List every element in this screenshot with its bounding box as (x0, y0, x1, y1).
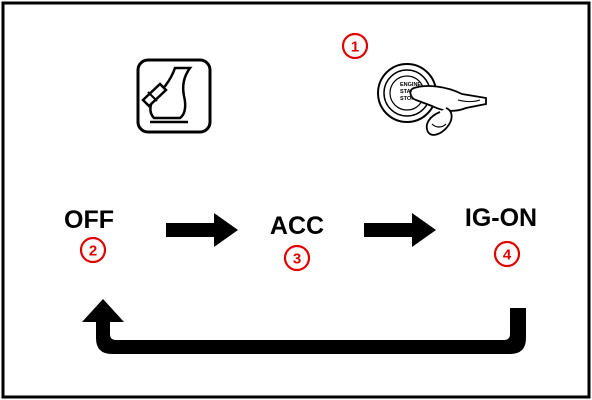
brake-pedal-icon (136, 58, 212, 134)
mode-label-ig-on: IG-ON (465, 204, 537, 232)
start-button-text-2: START (400, 89, 419, 95)
mode-number-ig-on: 4 (503, 247, 512, 264)
start-button-text-3: STOP (400, 96, 415, 102)
mode-label-acc: ACC (270, 212, 324, 240)
return-arrow (82, 299, 526, 354)
start-button-text-1: ENGINE (400, 82, 421, 88)
press-number: 1 (351, 39, 359, 56)
mode-number-acc-badge: 3 (283, 244, 311, 272)
press-number-badge: 1 (341, 32, 369, 60)
mode-number-off-badge: 2 (79, 236, 107, 264)
push-start-button-icon: ENGINE START STOP (377, 63, 487, 136)
mode-number-off: 2 (89, 243, 97, 260)
mode-number-acc: 3 (293, 251, 301, 268)
arrow-acc-to-ig-on (364, 213, 436, 247)
mode-label-off: OFF (64, 206, 114, 234)
mode-number-ig-on-badge: 4 (493, 240, 521, 268)
arrow-off-to-acc (166, 213, 238, 247)
